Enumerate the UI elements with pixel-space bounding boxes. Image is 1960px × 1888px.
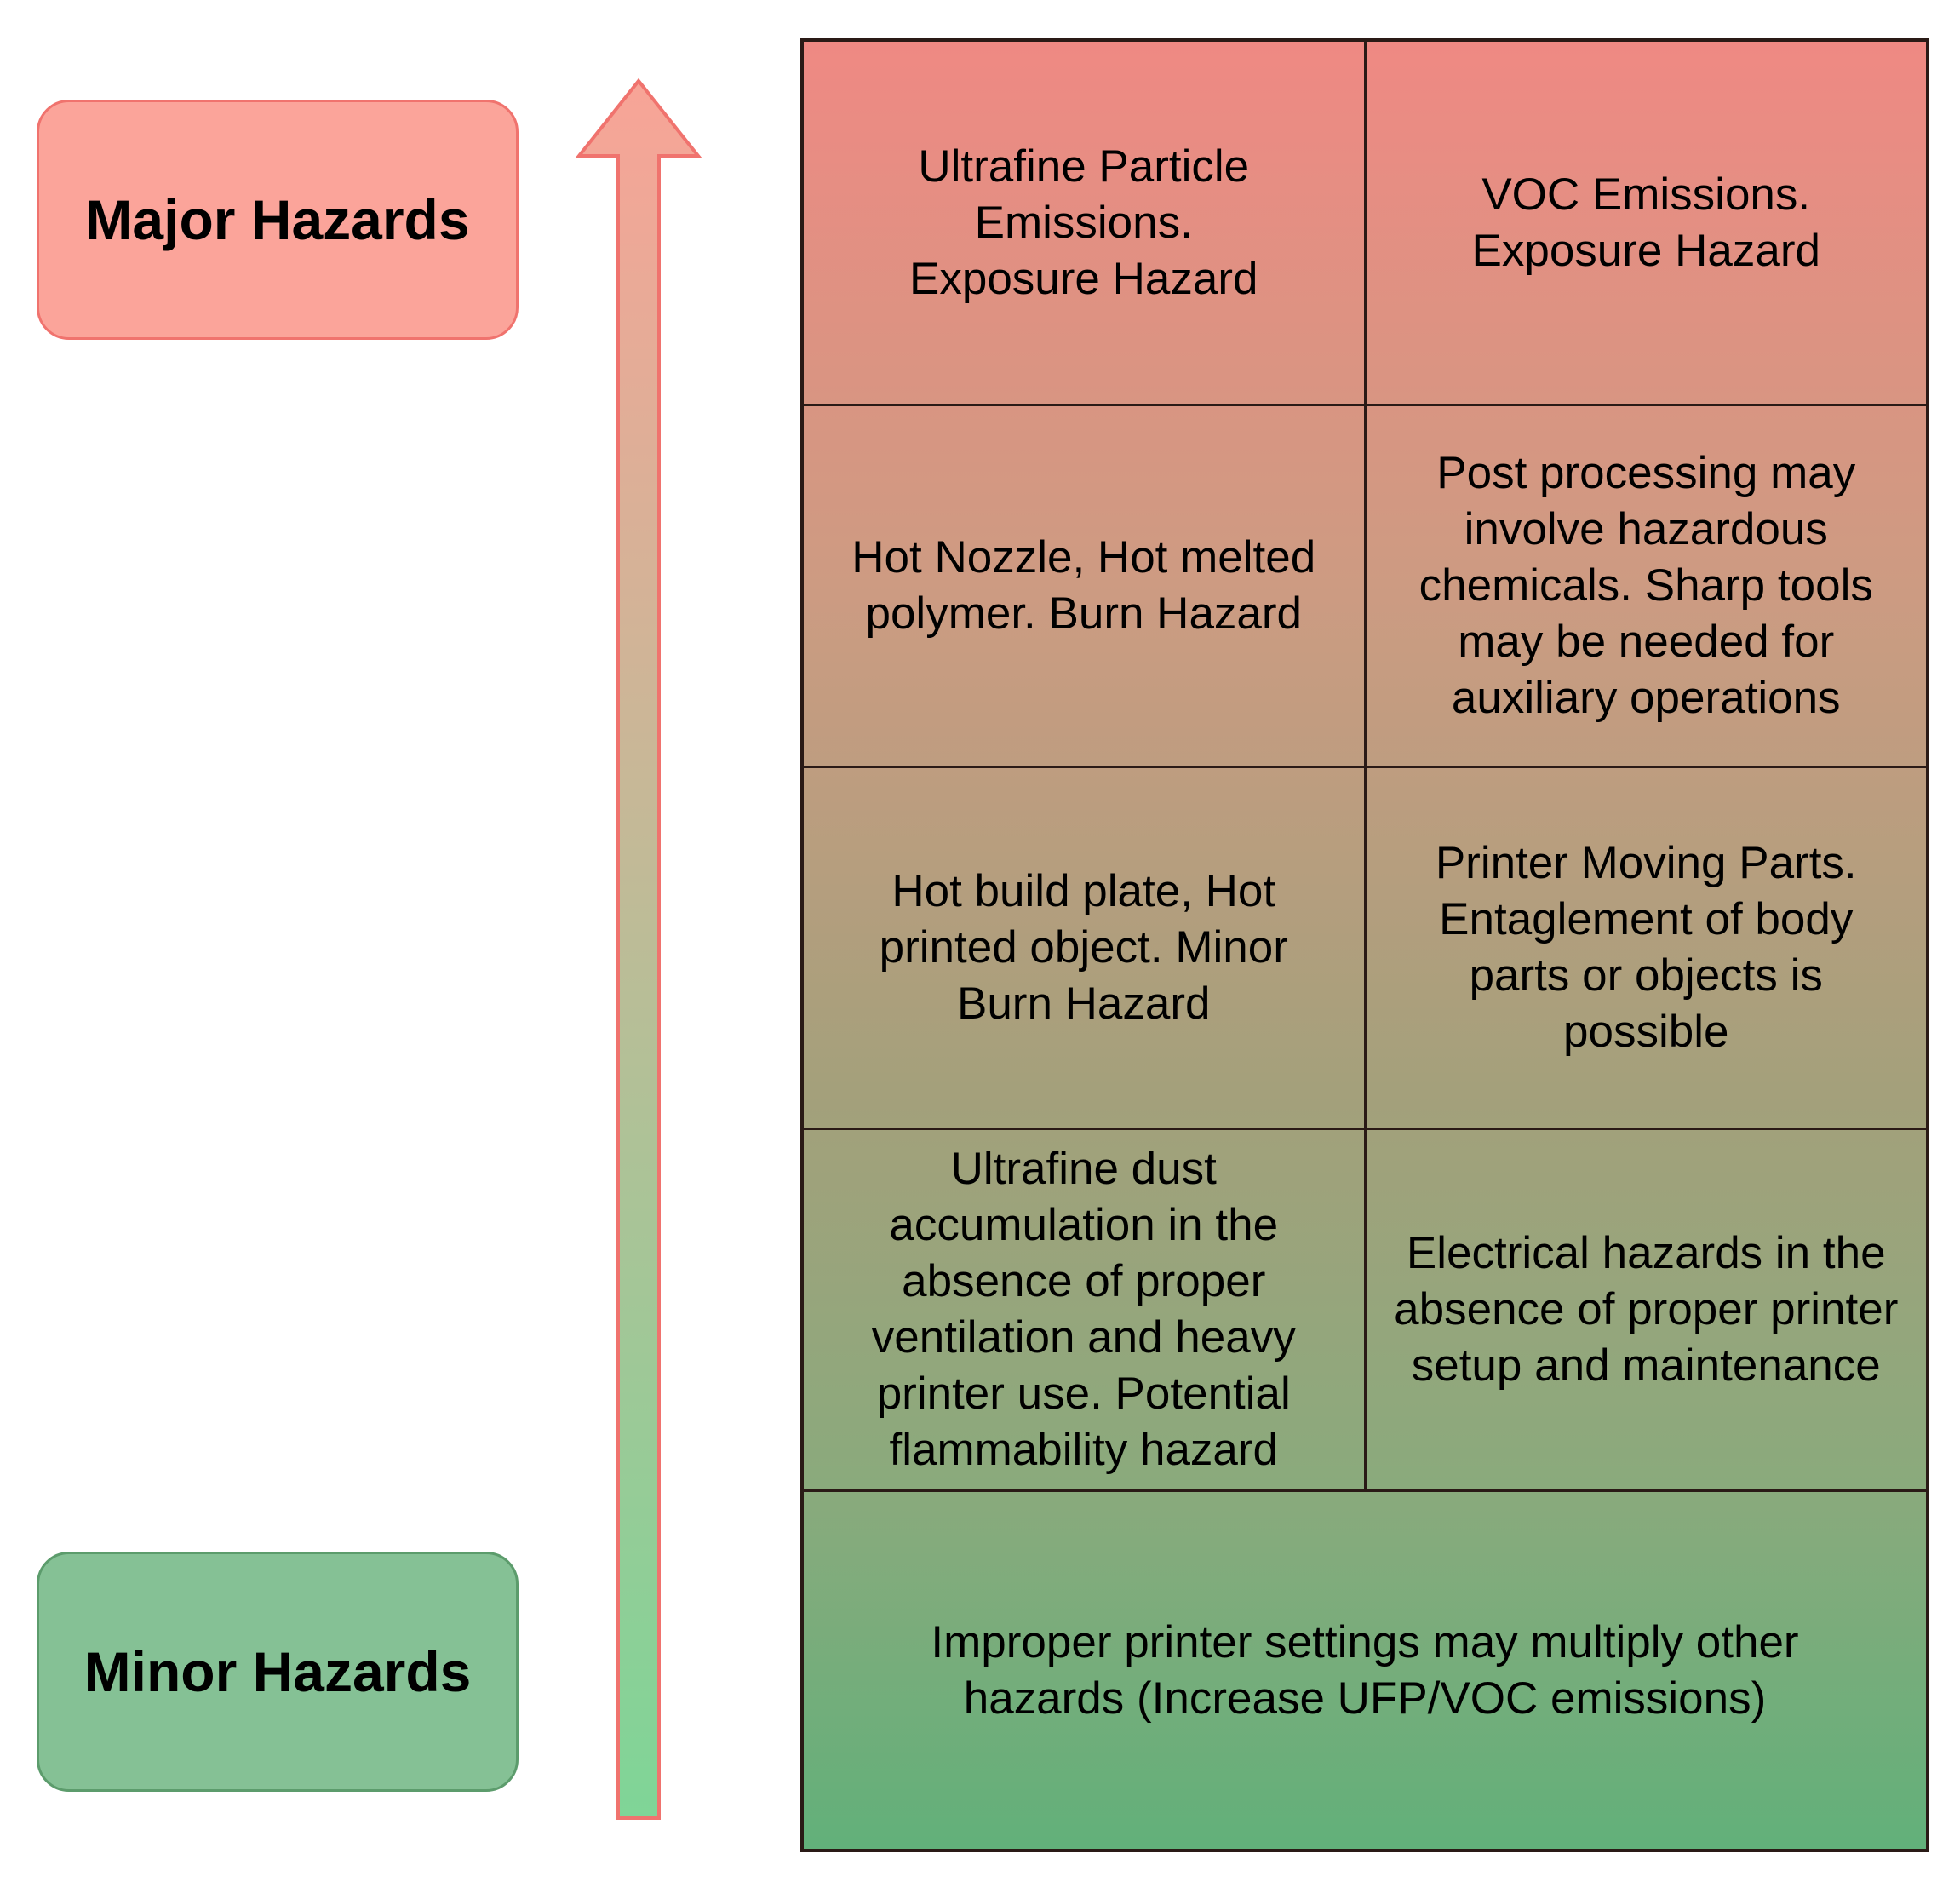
- severity-arrow: [575, 77, 702, 1820]
- hazard-grid: Ultrafine Particle Emissions. Exposure H…: [800, 38, 1929, 1852]
- hazard-cell-ultrafine-dust: Ultrafine dust accumulation in the absen…: [871, 1144, 1296, 1475]
- severity-arrow-shape: [575, 77, 702, 1820]
- hazard-cell-post-processing: Post processing may involve hazardous ch…: [1363, 406, 1927, 766]
- hazard-cell-ultrafine-particle: Ultrafine Particle Emissions. Exposure H…: [909, 141, 1258, 304]
- hazard-cell-moving-parts: Printer Moving Parts. Entaglement of bod…: [1363, 768, 1927, 1128]
- major-hazards-text: Major Hazards: [85, 188, 470, 251]
- hazard-row: Hot build plate, Hot printed object. Min…: [804, 766, 1926, 1128]
- hazard-cell-electrical: Electrical hazards in the absence of pro…: [1363, 1130, 1927, 1489]
- major-hazards-label: Major Hazards: [37, 100, 519, 340]
- hazard-cell-hot-build-plate: Hot build plate, Hot printed object. Min…: [879, 866, 1288, 1029]
- hazard-row: Improper printer settings may multiply o…: [804, 1489, 1926, 1849]
- hazard-row: Ultrafine dust accumulation in the absen…: [804, 1128, 1926, 1489]
- hazard-cell-hot-nozzle: Hot Nozzle, Hot melted polymer. Burn Haz…: [851, 532, 1316, 639]
- hazard-cell-printer-settings: Improper printer settings may multiply o…: [931, 1616, 1799, 1724]
- hazard-cell-voc-emissions: VOC Emissions. Exposure Hazard: [1363, 42, 1927, 404]
- hazard-row: Hot Nozzle, Hot melted polymer. Burn Haz…: [804, 404, 1926, 766]
- minor-hazards-text: Minor Hazards: [83, 1640, 472, 1703]
- minor-hazards-label: Minor Hazards: [37, 1552, 519, 1792]
- hazard-row: Ultrafine Particle Emissions. Exposure H…: [804, 42, 1926, 404]
